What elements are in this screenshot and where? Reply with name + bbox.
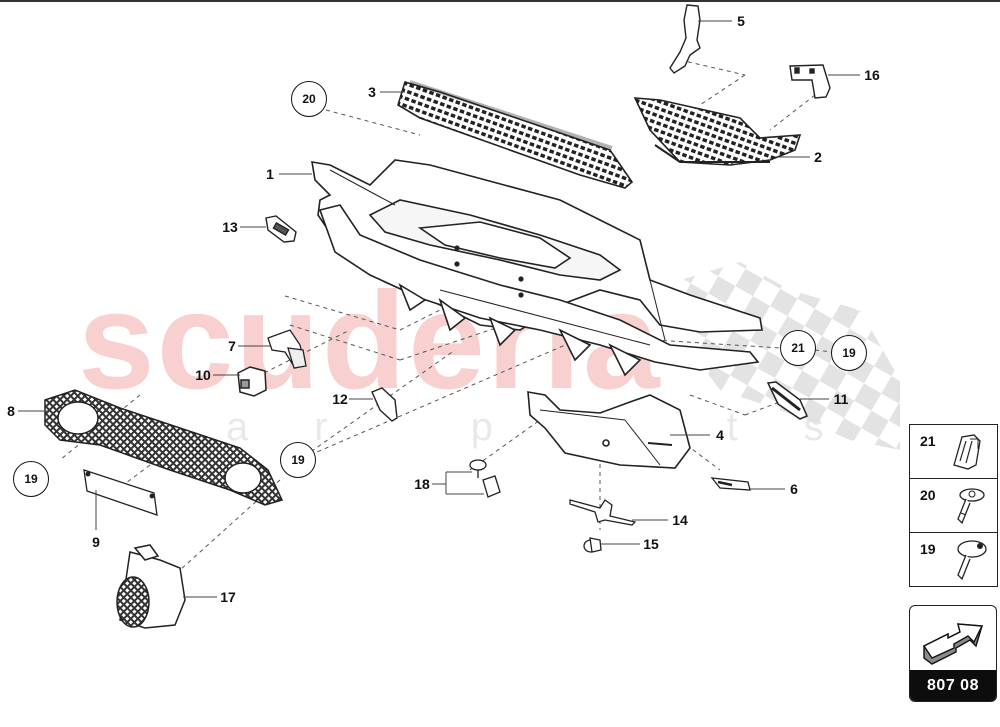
circled-callout-19-left[interactable]: 19 <box>13 461 49 497</box>
callout-1[interactable]: 1 <box>266 166 274 182</box>
callout-2[interactable]: 2 <box>814 149 822 165</box>
part-17-housing <box>116 544 186 629</box>
circled-callout-19-center[interactable]: 19 <box>280 442 316 478</box>
callout-8[interactable]: 8 <box>7 403 15 419</box>
screw-rivet-icon <box>957 540 987 581</box>
part-14-bracket <box>569 499 637 526</box>
legend-item-21[interactable]: 21 <box>910 425 997 479</box>
part-2-side-grille <box>633 97 802 166</box>
legend-number: 19 <box>920 541 936 557</box>
part-6-trim <box>710 477 751 491</box>
callout-4[interactable]: 4 <box>716 427 724 443</box>
callout-3[interactable]: 3 <box>368 84 376 100</box>
callout-16[interactable]: 16 <box>864 67 880 83</box>
callout-13[interactable]: 13 <box>222 219 238 235</box>
part-7-bracket <box>267 329 307 369</box>
push-rivet-icon <box>957 488 985 525</box>
legend-item-20[interactable]: 20 <box>910 479 997 533</box>
arrow-icon <box>922 623 984 665</box>
part-3-upper-grille <box>397 80 634 189</box>
callout-14[interactable]: 14 <box>672 512 688 528</box>
part-15-nut <box>583 537 602 553</box>
part-12-insert <box>371 387 398 422</box>
part-5-bracket <box>669 4 701 74</box>
part-10-camera <box>237 366 267 397</box>
circled-callout-21[interactable]: 21 <box>780 330 816 366</box>
page-code: 807 08 <box>910 670 996 701</box>
part-8-lower-grille <box>44 389 284 506</box>
callout-11[interactable]: 11 <box>833 391 849 407</box>
circled-callout-19-right[interactable]: 19 <box>831 335 867 371</box>
legend-number: 20 <box>920 487 936 503</box>
callout-18[interactable]: 18 <box>414 476 430 492</box>
callout-9[interactable]: 9 <box>92 534 100 550</box>
callout-5[interactable]: 5 <box>737 13 745 29</box>
top-border <box>0 0 1000 2</box>
part-11-clip <box>766 381 808 420</box>
circled-callout-20[interactable]: 20 <box>291 81 327 117</box>
callout-6[interactable]: 6 <box>790 481 798 497</box>
part-13-sensor <box>265 215 297 243</box>
callout-7[interactable]: 7 <box>228 338 236 354</box>
legend-number: 21 <box>920 433 936 449</box>
callout-15[interactable]: 15 <box>643 536 659 552</box>
callout-17[interactable]: 17 <box>220 589 236 605</box>
callout-10[interactable]: 10 <box>195 367 211 383</box>
callout-12[interactable]: 12 <box>332 391 348 407</box>
clip-icon <box>953 434 981 470</box>
part-1-bumper <box>311 159 763 377</box>
legend-item-19[interactable]: 19 <box>910 533 997 586</box>
callout-leaders <box>18 20 860 598</box>
part-18-fastener <box>469 459 501 498</box>
fastener-legend: 21 20 19 <box>909 424 998 587</box>
part-4-side-diffuser <box>527 391 691 469</box>
next-page-button[interactable]: 807 08 <box>909 605 997 702</box>
part-9-plate <box>83 469 158 516</box>
part-16-bracket <box>789 64 831 99</box>
